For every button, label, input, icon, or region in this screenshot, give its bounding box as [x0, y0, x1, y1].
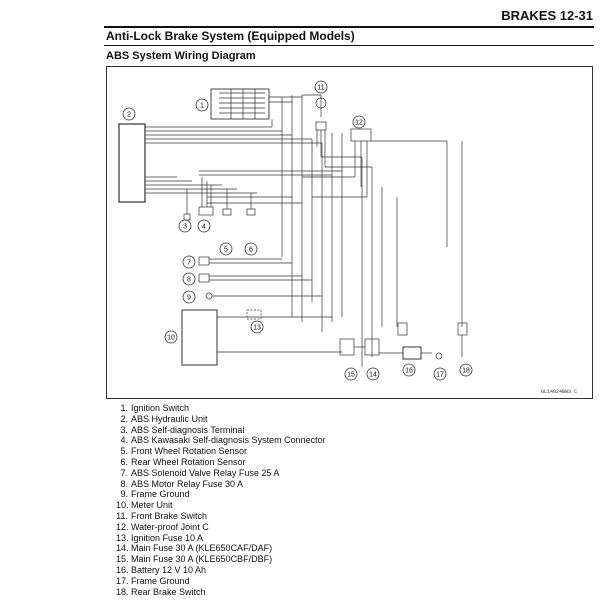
- callout-4: 4: [197, 219, 211, 233]
- callout-9: 9: [182, 290, 196, 304]
- svg-text:14: 14: [369, 372, 377, 379]
- svg-text:10: 10: [167, 335, 175, 342]
- legend-item: 16.Battery 12 V 10 Ah: [116, 564, 207, 575]
- section-rule: [104, 45, 594, 46]
- callout-13: 13: [250, 320, 264, 334]
- svg-text:4: 4: [202, 224, 206, 231]
- diagram-title: ABS System Wiring Diagram: [106, 50, 256, 62]
- legend-item: 9.Frame Ground: [120, 489, 190, 500]
- callout-18: 18: [459, 363, 473, 377]
- meter-unit: [181, 309, 218, 366]
- legend-item: 18.Rear Brake Switch: [116, 586, 206, 597]
- svg-text:3: 3: [183, 224, 187, 231]
- callout-17: 17: [433, 367, 447, 381]
- header-rule: [104, 26, 594, 28]
- callout-16: 16: [402, 363, 416, 377]
- callout-6: 6: [244, 242, 258, 256]
- legend-item: 13.Ignition Fuse 10 A: [116, 532, 204, 543]
- svg-text:1: 1: [200, 103, 204, 110]
- svg-text:15: 15: [347, 372, 355, 379]
- svg-text:17: 17: [436, 372, 444, 379]
- legend-item: 10.Meter Unit: [116, 500, 173, 511]
- callout-12: 12: [352, 115, 366, 129]
- legend-item: 6.Rear Wheel Rotation Sensor: [120, 456, 246, 467]
- callout-8: 8: [182, 272, 196, 286]
- page-header: BRAKES 12-31: [501, 8, 593, 23]
- svg-text:2: 2: [127, 112, 131, 119]
- legend-item: 14.Main Fuse 30 A (KLE650CAF/DAF): [116, 543, 273, 554]
- water-proof-joint-c: [350, 128, 372, 142]
- legend-item: 7.ABS Solenoid Valve Relay Fuse 25 A: [120, 467, 280, 478]
- legend-list: 1.Ignition Switch 2.ABS Hydraulic Unit 3…: [116, 403, 326, 597]
- svg-text:12: 12: [355, 120, 363, 127]
- legend-item: 5.Front Wheel Rotation Sensor: [120, 446, 248, 457]
- abs-hydraulic-unit: [118, 123, 146, 203]
- callout-11: 11: [314, 80, 328, 94]
- callout-1: 1: [195, 98, 209, 112]
- svg-text:16: 16: [405, 368, 413, 375]
- callout-14: 14: [366, 367, 380, 381]
- legend-item: 11.Front Brake Switch: [116, 510, 208, 521]
- wires: [118, 88, 468, 367]
- callout-10: 10: [164, 330, 178, 344]
- legend-item: 8.ABS Motor Relay Fuse 30 A: [120, 478, 244, 489]
- legend-item: 12.Water-proof Joint C: [116, 521, 209, 532]
- ignition-switch-box: [210, 88, 270, 120]
- callout-5: 5: [219, 242, 233, 256]
- svg-text:5: 5: [224, 247, 228, 254]
- battery: [402, 346, 422, 360]
- callout-3: 3: [178, 219, 192, 233]
- legend-item: 2.ABS Hydraulic Unit: [120, 413, 208, 424]
- legend-item: 1.Ignition Switch: [120, 403, 190, 413]
- legend-item: 15.Main Fuse 30 A (KLE650CBF/DBF): [116, 554, 273, 565]
- diagram-code: GL14024BW3 C: [541, 389, 577, 395]
- callout-7: 7: [182, 255, 196, 269]
- legend-item: 17.Frame Ground: [116, 575, 190, 586]
- svg-text:11: 11: [317, 85, 324, 92]
- svg-text:7: 7: [187, 260, 191, 267]
- section-title: Anti-Lock Brake System (Equipped Models): [106, 29, 355, 43]
- svg-text:9: 9: [187, 295, 191, 302]
- svg-text:6: 6: [249, 247, 253, 254]
- svg-text:18: 18: [462, 368, 470, 375]
- legend-item: 4.ABS Kawasaki Self-diagnosis System Con…: [120, 435, 326, 446]
- legend-item: 3.ABS Self-diagnosis Terminal: [120, 424, 245, 435]
- callout-15: 15: [344, 367, 358, 381]
- svg-text:8: 8: [187, 277, 191, 284]
- callout-2: 2: [122, 107, 136, 121]
- svg-text:13: 13: [253, 325, 261, 332]
